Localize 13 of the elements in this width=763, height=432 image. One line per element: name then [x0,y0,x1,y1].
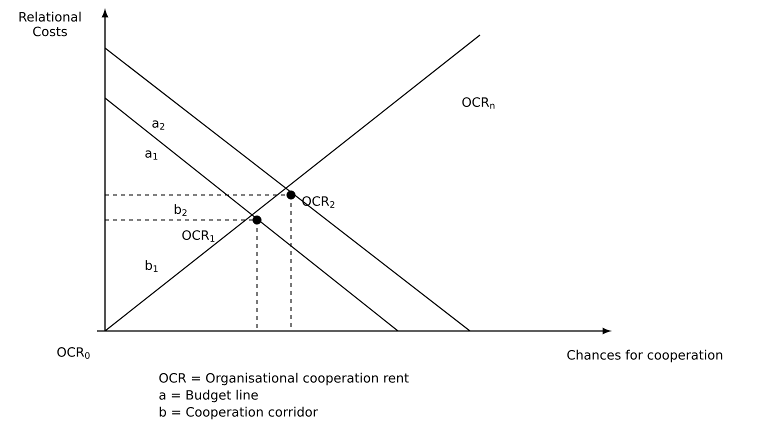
legend-text: b = Cooperation corridor [160,406,318,420]
region-label: a$_{1}$ [145,150,158,160]
line-label: OCR$_{n}$ [462,97,494,109]
axis-label: Chances for cooperation [567,350,722,362]
axis-label: Relational Costs [20,12,81,36]
region-label: a$_{2}$ [152,120,164,130]
point-label: OCR$_{1}$ [182,230,214,242]
legend-text: a = Budget line [159,390,258,402]
legend-text: OCR = Organisational cooperation rent [159,372,409,386]
axis-label: OCR$_{0}$ [57,347,90,359]
region-label: b$_{2}$ [174,204,187,216]
point-label: OCR$_{2}$ [302,196,334,208]
region-label: b$_{1}$ [146,260,158,272]
